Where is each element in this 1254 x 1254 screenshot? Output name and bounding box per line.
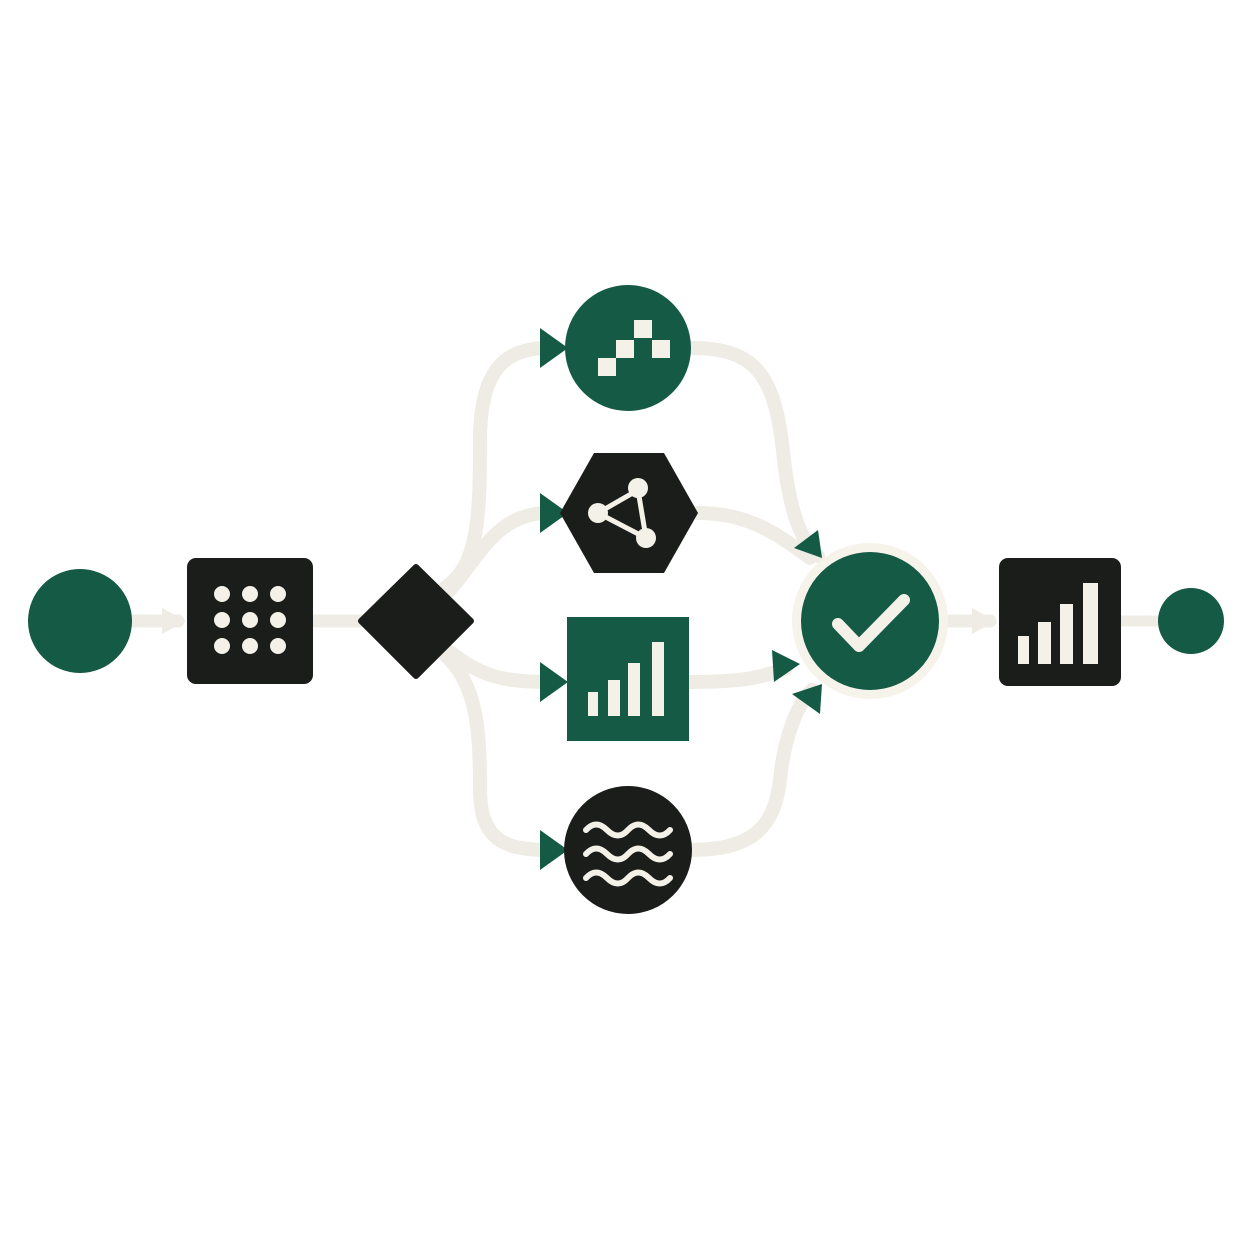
dot-grid-icon bbox=[214, 586, 286, 654]
network-graph-icon bbox=[588, 478, 656, 548]
checkmark-icon bbox=[832, 594, 910, 652]
split-decision-node bbox=[358, 564, 474, 679]
connector-split-to-branch-3 bbox=[443, 645, 555, 689]
connector-branch-3-to-validate bbox=[683, 661, 793, 689]
end-node bbox=[1158, 588, 1224, 654]
arrow-green-into-validate-bottom bbox=[792, 684, 822, 714]
arrow-light-into-report bbox=[972, 608, 996, 634]
wave-icon bbox=[583, 821, 673, 887]
connector-split-to-branch-2 bbox=[441, 506, 555, 599]
bar-chart-icon bbox=[588, 642, 664, 716]
connector-branch-1-to-validate bbox=[685, 341, 825, 563]
arrow-green-into-validate-middle bbox=[772, 650, 800, 682]
branch-2-node bbox=[560, 453, 698, 573]
connector-split-to-branch-1 bbox=[438, 341, 555, 595]
branch-4-node bbox=[564, 786, 692, 914]
branch-1-node bbox=[565, 285, 691, 411]
validate-node bbox=[792, 543, 948, 699]
report-node bbox=[999, 558, 1121, 686]
start-node bbox=[28, 569, 132, 673]
arrow-green-into-validate-top bbox=[794, 530, 822, 558]
arrowheads bbox=[162, 328, 996, 870]
branch-3-node bbox=[567, 617, 689, 741]
arrow-green-into-branch-4 bbox=[540, 830, 568, 870]
arrow-green-into-branch-3 bbox=[540, 662, 568, 702]
collect-node bbox=[187, 558, 313, 684]
arrow-light-into-collect bbox=[162, 608, 186, 634]
arrow-green-into-branch-1 bbox=[540, 328, 568, 368]
connector-split-to-branch-4 bbox=[439, 649, 555, 857]
staircase-blocks-icon bbox=[598, 320, 670, 376]
bar-chart-icon bbox=[1018, 583, 1098, 664]
connector-branch-4-to-validate bbox=[683, 683, 819, 857]
connectors bbox=[125, 341, 1166, 857]
arrow-green-into-branch-2 bbox=[540, 493, 568, 533]
